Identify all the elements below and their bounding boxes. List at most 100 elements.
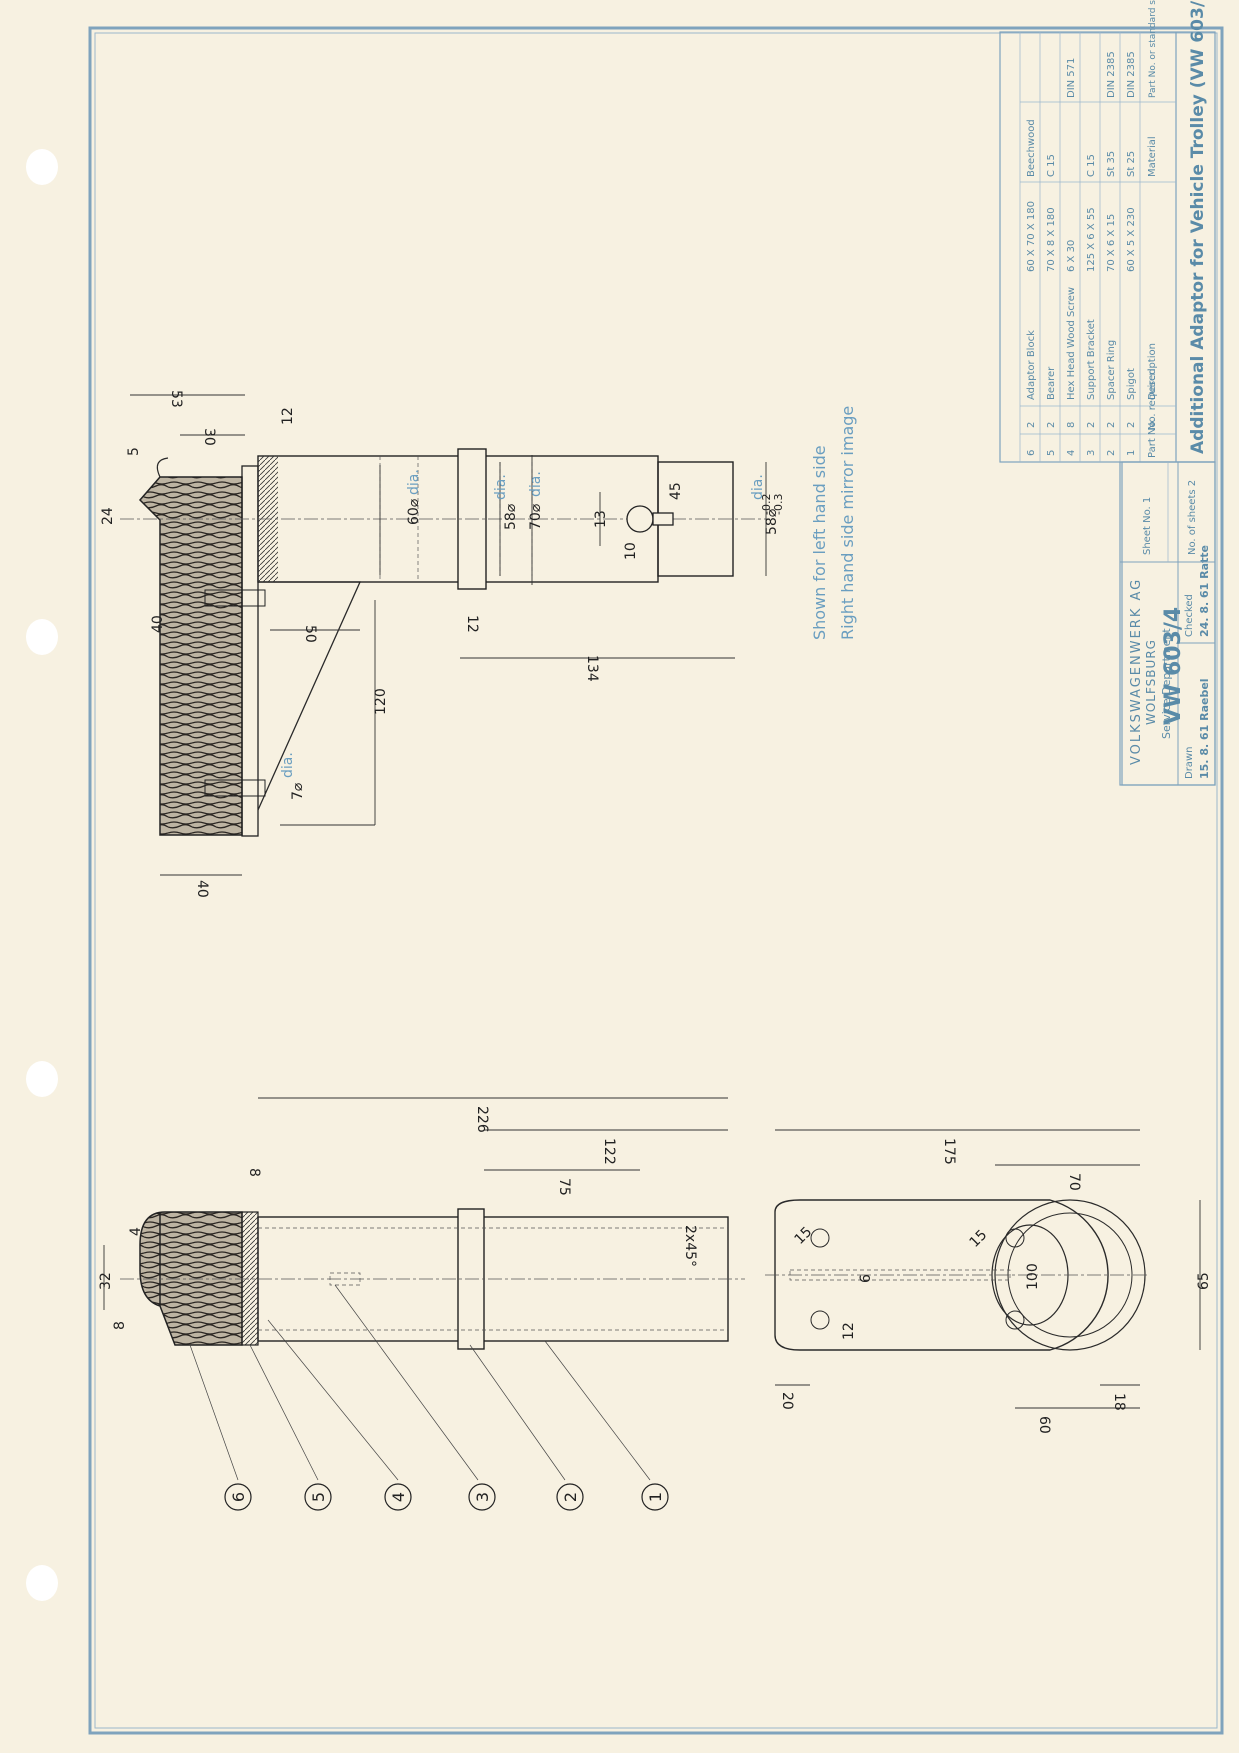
header-standard: Part No. or standard spec. bbox=[1148, 0, 1158, 98]
dim-side-122: 122 bbox=[601, 1138, 617, 1165]
dim-top-53: 53 bbox=[168, 390, 184, 408]
parts-row-3-no: 4 bbox=[1066, 450, 1077, 456]
parts-row-5-desc: Spacer Ring bbox=[1106, 340, 1117, 400]
note-line-2: Right hand side mirror image bbox=[838, 406, 857, 640]
dim-side-4: 4 bbox=[128, 1227, 144, 1236]
dim-side-15a: 15 bbox=[792, 1224, 816, 1248]
balloon-4: 4 bbox=[389, 1492, 408, 1502]
dim-side-2x45: 2x45° bbox=[682, 1225, 698, 1267]
dim-side-175: 175 bbox=[941, 1138, 957, 1165]
parts-row-2-mat: C 15 bbox=[1046, 154, 1057, 177]
dim-side-8b: 8 bbox=[112, 1321, 128, 1330]
dim-side-18: 18 bbox=[1111, 1393, 1127, 1411]
drawn-value: 15. 8. 61 Raebel bbox=[1198, 678, 1211, 779]
parts-row-5-qty: 2 bbox=[1106, 422, 1117, 428]
parts-row-3-qty: 8 bbox=[1066, 422, 1077, 428]
company-city: WOLFSBURG bbox=[1144, 639, 1158, 725]
header-description: Description bbox=[1147, 343, 1158, 400]
adaptor-block-side bbox=[139, 1211, 243, 1346]
parts-row-3-std: DIN 571 bbox=[1066, 58, 1077, 98]
bearer-plate bbox=[241, 465, 259, 837]
parts-row-5-dims: 70 X 6 X 15 bbox=[1106, 214, 1117, 272]
parts-row-6-dims: 60 X 5 X 230 bbox=[1126, 207, 1137, 272]
sheet-no: Sheet No. 1 bbox=[1142, 497, 1153, 555]
header-no-required: No. required bbox=[1147, 368, 1158, 430]
parts-row-1-no: 6 bbox=[1026, 450, 1037, 456]
sheets-total: No. of sheets 2 bbox=[1187, 480, 1198, 555]
drawing-title: Additional Adaptor for Vehicle Trolley (… bbox=[1188, 0, 1208, 454]
dim-side-15b: 15 bbox=[967, 1227, 991, 1251]
dim-top-7dia-label: dia. bbox=[280, 752, 296, 778]
dim-top-58dia-b-label: dia. bbox=[750, 474, 766, 500]
dim-top-7dia: 7⌀ bbox=[290, 782, 306, 800]
note: Shown for left hand side Right hand side… bbox=[810, 406, 857, 640]
dim-top-45: 45 bbox=[668, 482, 684, 500]
punch-hole-1 bbox=[26, 149, 58, 185]
dim-side-75: 75 bbox=[556, 1178, 572, 1196]
drawing-number: VW 603/4 bbox=[1161, 607, 1186, 725]
dim-top-58dia-b: 58⌀ bbox=[764, 508, 780, 535]
parts-row-6-no: 1 bbox=[1126, 450, 1137, 456]
balloon-5: 5 bbox=[309, 1492, 328, 1502]
side-view bbox=[103, 1097, 1201, 1481]
support-bracket bbox=[257, 581, 362, 811]
parts-row-6-std: DIN 2385 bbox=[1126, 51, 1137, 98]
dim-top-24: 24 bbox=[100, 507, 116, 525]
dim-top-12: 12 bbox=[280, 407, 296, 425]
dim-top-5: 5 bbox=[126, 447, 142, 456]
dim-side-32: 32 bbox=[98, 1272, 114, 1290]
parts-row-6-mat: St 25 bbox=[1126, 151, 1137, 177]
parts-row-2-desc: Bearer bbox=[1046, 366, 1057, 400]
parts-row-3-desc: Hex Head Wood Screw bbox=[1066, 287, 1077, 400]
dim-top-60dia-label: dia. bbox=[406, 469, 422, 495]
parts-row-4-dims: 125 X 6 X 55 bbox=[1086, 207, 1097, 272]
parts-row-1-desc: Adaptor Block bbox=[1026, 330, 1037, 400]
dim-top-tol2: -0.3 bbox=[772, 494, 785, 515]
parts-row-4-desc: Support Bracket bbox=[1086, 319, 1097, 400]
balloons: 6 5 4 3 2 1 bbox=[224, 1483, 669, 1511]
dim-top-58dia: 58⌀ bbox=[503, 503, 519, 530]
dim-side-12: 12 bbox=[841, 1322, 857, 1340]
parts-row-5-mat: St 35 bbox=[1106, 151, 1117, 177]
adaptor-block-wood bbox=[138, 476, 243, 836]
top-view bbox=[120, 394, 770, 876]
drawn-label: Drawn bbox=[1184, 747, 1195, 779]
parts-row-1-dims: 60 X 70 X 180 bbox=[1026, 201, 1037, 272]
dim-top-50: 50 bbox=[302, 625, 318, 643]
parts-row-2-dims: 70 X 8 X 180 bbox=[1046, 207, 1057, 272]
dim-top-60dia: 60⌀ bbox=[406, 498, 422, 525]
balloon-3: 3 bbox=[473, 1492, 492, 1502]
header-part-no: Part No. bbox=[1147, 418, 1158, 458]
dim-side-20: 20 bbox=[779, 1392, 795, 1410]
parts-row-3-dims: 6 X 30 bbox=[1066, 240, 1077, 272]
header-material: Material bbox=[1147, 136, 1158, 177]
parts-row-4-no: 3 bbox=[1086, 450, 1097, 456]
dim-top-70dia-label: dia. bbox=[528, 471, 544, 497]
parts-row-2-no: 5 bbox=[1046, 450, 1057, 456]
balloon-1: 1 bbox=[646, 1492, 665, 1502]
dim-top-120: 120 bbox=[373, 688, 389, 715]
checked-value: 24. 8. 61 Ratte bbox=[1198, 545, 1211, 637]
balloon-6: 6 bbox=[229, 1492, 248, 1502]
dim-side-60: 60 bbox=[1036, 1416, 1052, 1434]
dim-side-100: 100 bbox=[1025, 1263, 1041, 1290]
parts-row-4-qty: 2 bbox=[1086, 422, 1097, 428]
company-name: VOLKSWAGENWERK AG bbox=[1129, 578, 1144, 765]
parts-row-5-std: DIN 2385 bbox=[1106, 51, 1117, 98]
dim-top-tol1: -0.2 bbox=[760, 494, 773, 515]
dim-top-58dia-label: dia. bbox=[493, 474, 509, 500]
dim-top-40a: 40 bbox=[150, 615, 166, 633]
dim-top-40b: 40 bbox=[194, 880, 210, 898]
punch-hole-3 bbox=[26, 1061, 58, 1097]
balloon-2: 2 bbox=[561, 1492, 580, 1502]
support-bracket-plan bbox=[774, 1199, 1109, 1351]
drawing-frame-outer bbox=[88, 26, 1224, 1735]
dim-top-13: 13 bbox=[593, 510, 609, 528]
parts-row-1-qty: 2 bbox=[1026, 422, 1037, 428]
drawing-frame-inner bbox=[94, 32, 1218, 1729]
checked-label: Checked bbox=[1184, 594, 1195, 637]
parts-row-2-qty: 2 bbox=[1046, 422, 1057, 428]
punch-hole-4 bbox=[26, 1565, 58, 1601]
parts-row-6-qty: 2 bbox=[1126, 422, 1137, 428]
